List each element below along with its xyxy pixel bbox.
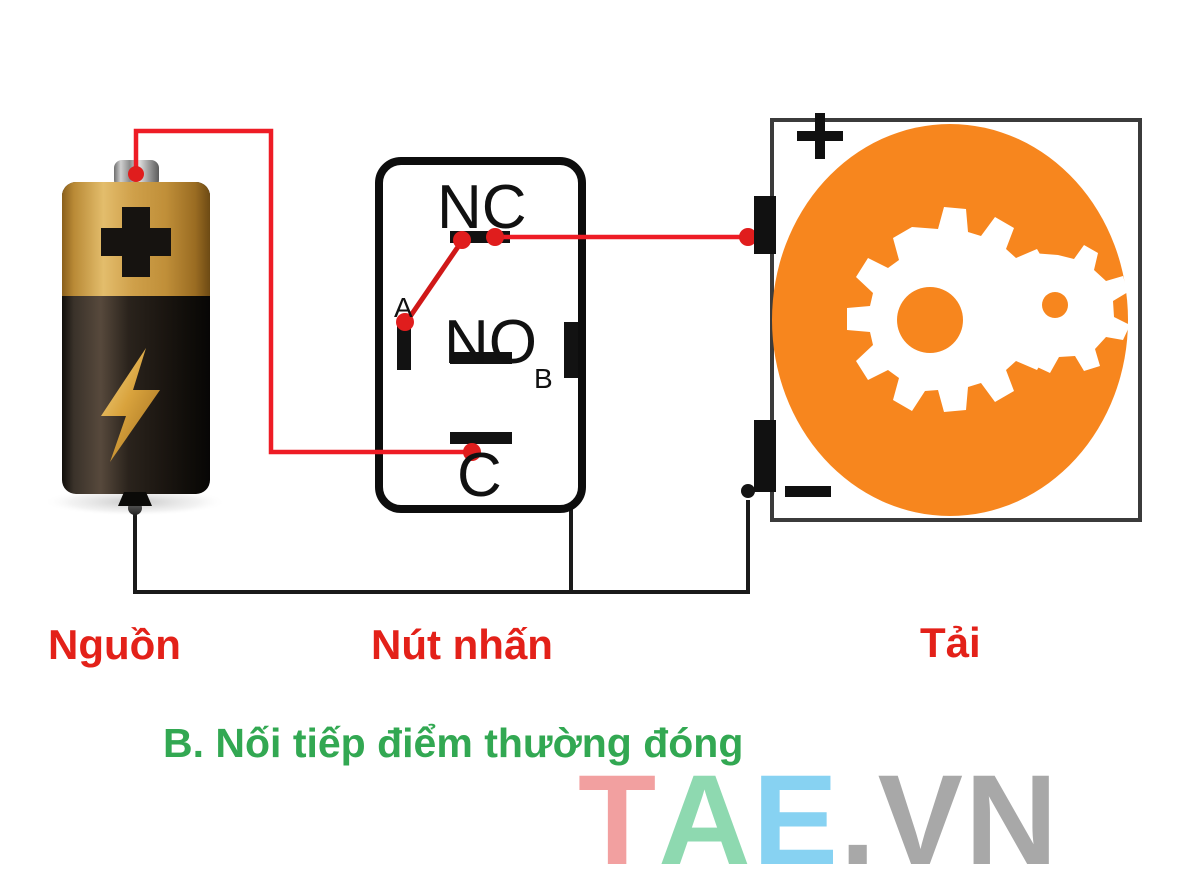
switch-blade [402,239,465,326]
battery-positive-node [128,166,144,182]
label-source: Nguồn [48,621,181,668]
label-load: Tải [920,619,981,666]
load-plus-icon [797,113,843,159]
load-positive-terminal [754,196,776,254]
load-minus-icon [785,486,831,497]
load-negative-terminal [754,420,776,492]
watermark-letter-a: A [658,749,753,882]
watermark-letters-vn: VN [877,749,1060,882]
switch-label-b: B [534,363,553,394]
switch-label-nc: NC [437,173,527,242]
switch-body [375,157,586,513]
switch-label-c: C [457,441,502,510]
switch-label-no: NO [444,308,537,377]
switch-terminal-a-post [397,322,411,370]
battery-source [43,160,227,516]
watermark: TAE.VN [578,757,1059,882]
diagram-caption: B. Nối tiếp điểm thường đóng [163,720,744,766]
load-positive-node [739,228,757,246]
switch-pivot-a-node [396,313,414,331]
switch-nc-node [486,228,504,246]
load-motor [754,113,1142,522]
load-negative-node [741,484,755,498]
watermark-letter-t: T [578,749,659,882]
battery-bolt-icon [101,348,160,462]
watermark-dot: . [840,749,878,882]
small-gear-icon [1002,245,1130,373]
switch-blade-tip-node [453,231,471,249]
battery-plus-icon [101,207,171,277]
switch-label-a: A [394,292,413,323]
pushbutton-switch [375,157,586,513]
battery-negative-terminal [118,492,152,506]
watermark-letter-e: E [752,749,840,882]
switch-text-labels: NC NO C A B [394,173,553,510]
red-wire-positive-path [128,128,757,461]
switch-no-contact [450,352,512,364]
switch-terminal-b-post [564,322,578,378]
switch-c-contact [450,432,512,444]
label-pushbutton: Nút nhấn [371,621,553,668]
large-gear-icon [847,207,1058,412]
switch-c-node [463,443,481,461]
